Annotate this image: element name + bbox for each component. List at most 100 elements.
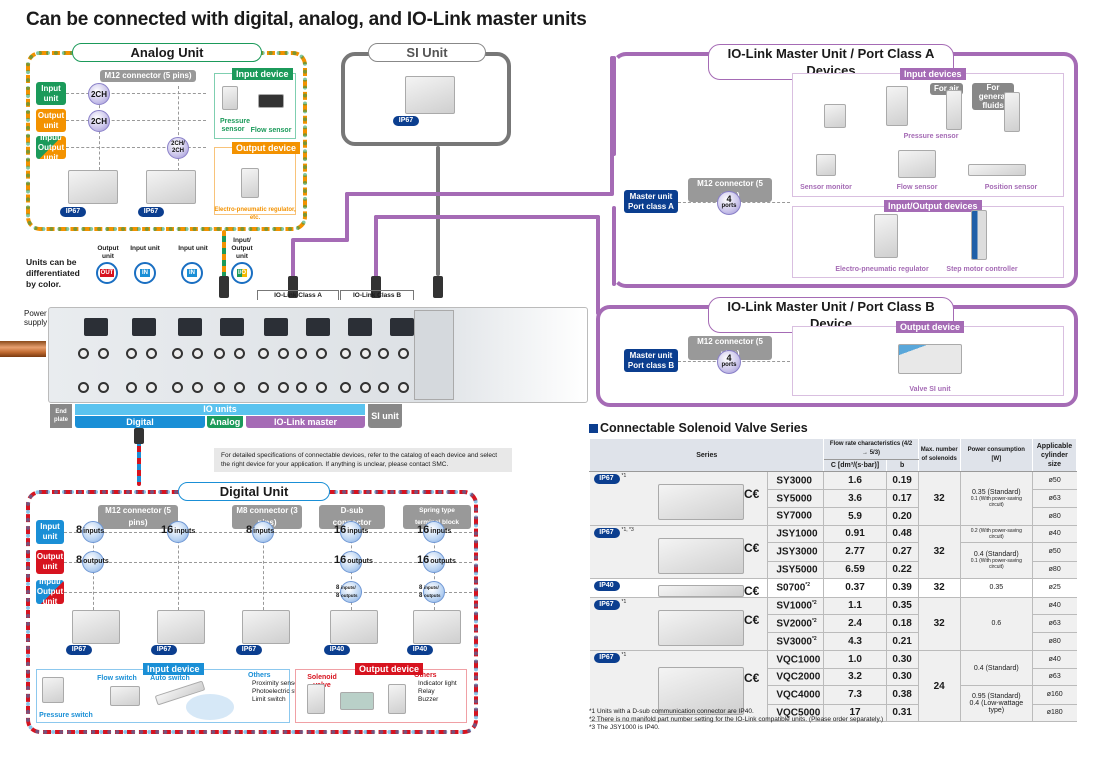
valve-rating-badge: IP67	[593, 599, 620, 610]
digital-unit-title: Digital Unit	[178, 482, 330, 501]
valve-rating-badge: IP67	[593, 527, 620, 538]
digital-rating-badge: IP40	[407, 645, 433, 655]
valve-series-name: S0700	[776, 582, 806, 594]
valve-cylinder-size: ø40	[1031, 597, 1077, 616]
iolink-a-frame-left2	[612, 206, 616, 286]
valve-cylinder-size: ø40	[1031, 525, 1077, 543]
valve-rating-note: *1	[621, 473, 627, 479]
ce-mark-icon: C€	[744, 584, 760, 598]
flow-sensor-image-a	[898, 150, 936, 178]
analog-cable	[222, 230, 226, 278]
valve-cylinder-size: ø63	[1031, 614, 1077, 634]
footnote-2: *2 There is no manifold part number sett…	[589, 716, 884, 723]
valve-series: SY5000	[767, 489, 824, 508]
valve-b-value: 0.31	[885, 704, 919, 722]
iolink-b-cable-right	[596, 215, 600, 315]
valve-manifold-image	[657, 609, 744, 646]
valve-c-value: 1.6	[823, 471, 887, 490]
analog-row-io: Input/ Output unit	[36, 132, 66, 162]
manifold-port-icon	[360, 382, 371, 393]
analog-regulator-label: Electro-pneumatic regulator, etc.	[214, 207, 296, 221]
si-unit-bar: SI unit	[368, 404, 402, 428]
valve-series-note: *2	[811, 618, 817, 625]
analog-row-input: Input unit	[36, 82, 66, 105]
regulator-label-a: Electro-pneumatic regulator	[835, 266, 929, 273]
valve-series-name: SV3000	[776, 636, 812, 648]
valve-series: VQC4000	[767, 685, 824, 705]
digital-output-others-3: Buzzer	[418, 696, 439, 703]
digital-output-device-header: Output device	[355, 663, 424, 675]
valve-b-value: 0.27	[885, 542, 919, 562]
si-unit-image	[405, 76, 455, 114]
auto-switch-label: Auto switch	[150, 675, 190, 682]
callout-io-label: Input/ Output unit	[231, 237, 253, 260]
manifold-port-icon	[378, 382, 389, 393]
digital-output-others-title: Others	[414, 672, 437, 679]
class-b-label: IO-Link Class B	[352, 292, 402, 299]
step-motor-controller-label: Step motor controller	[946, 266, 1018, 273]
manifold-port-icon	[146, 382, 157, 393]
digital-io-count: 8 inputs/8 outputs	[419, 585, 441, 599]
si-ip67-badge: IP67	[393, 116, 419, 126]
analog-bar: Analog	[207, 416, 243, 428]
digital-cable	[137, 440, 141, 486]
valve-si-unit-image	[898, 344, 962, 374]
digital-input-circle	[340, 521, 362, 543]
header-series: Series	[588, 438, 825, 472]
valve-max-solenoids: 24	[917, 650, 961, 722]
digital-row-output: Output unit	[36, 550, 64, 574]
ce-mark-icon: C€	[744, 612, 760, 627]
valve-c-value: 1.1	[823, 597, 887, 616]
manifold-port-icon	[192, 348, 203, 359]
valve-cylinder-size: ø160	[1031, 685, 1077, 705]
manifold-port-icon	[78, 382, 89, 393]
valve-series-name: SY3000	[776, 475, 812, 487]
digital-unit-image	[72, 610, 120, 644]
manifold-port-icon	[234, 382, 245, 393]
valve-c-value: 0.37	[823, 578, 887, 598]
valve-power: 0.35	[959, 578, 1033, 598]
digital-rating-badge: IP40	[324, 645, 350, 655]
digital-connector-plug	[134, 428, 144, 444]
ce-mark-icon: C€	[744, 671, 760, 685]
pressure-switch-image	[42, 677, 64, 703]
manifold-port-icon	[360, 348, 371, 359]
digital-io-circle	[340, 581, 362, 603]
manifold-display-icon	[178, 318, 202, 336]
flow-sensor-label-a: Flow sensor	[896, 184, 938, 191]
power-supply-label: Power supply	[24, 309, 48, 327]
valve-rating-badge: IP67	[593, 653, 620, 663]
digital-input-circle	[82, 521, 104, 543]
iolink-a-cable-mid	[291, 238, 349, 242]
regulator-image-a	[874, 214, 898, 258]
step-motor-controller-image	[971, 210, 987, 260]
digital-input-others-2: Photoelectric switch	[252, 688, 310, 695]
iolink-a-frame-left	[612, 56, 616, 156]
analog-unit-image-1	[68, 170, 118, 204]
valve-power: 0.6	[959, 597, 1033, 651]
digital-input-device-header: Input device	[143, 663, 204, 675]
valve-c-value: 5.9	[823, 507, 887, 526]
manifold-port-icon	[316, 348, 327, 359]
valve-series-note: *2	[811, 600, 817, 607]
manifold-port-icon	[234, 348, 245, 359]
valve-b-value: 0.30	[885, 668, 919, 686]
valve-power: 0.4 (Standard)0.1 (With power-saving cir…	[959, 542, 1033, 579]
callout-input-label-2: Input unit	[178, 245, 208, 252]
io-badge: I/O	[236, 269, 247, 277]
manifold-display-icon	[306, 318, 330, 336]
digital-input-circle	[167, 521, 189, 543]
analog-output-2ch: 2CH	[88, 110, 110, 132]
iolink-master-bar: IO-Link master	[246, 416, 365, 428]
valve-c-value: 6.59	[823, 561, 887, 579]
valve-rating-note: *1, *3	[621, 526, 634, 533]
